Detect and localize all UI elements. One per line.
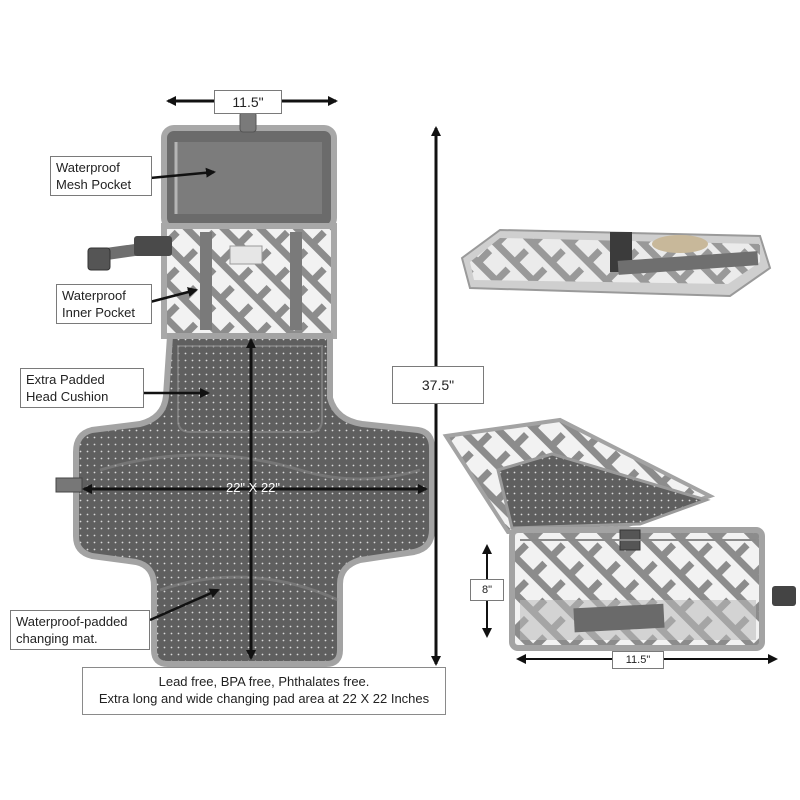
side-buckle-strap <box>87 236 172 271</box>
folded-height-label: 8" <box>470 579 504 601</box>
head-cushion-label: Extra Padded Head Cushion <box>20 368 144 408</box>
left-strap <box>55 477 83 493</box>
changing-mat-label-line2: changing mat. <box>16 631 98 646</box>
folded-pad-photo <box>460 228 772 298</box>
mesh-pocket-label: Waterproof Mesh Pocket <box>50 156 152 196</box>
changing-mat-leader <box>149 588 220 622</box>
changing-mat-label-line1: Waterproof-padded <box>16 614 128 629</box>
total-length-label: 37.5" <box>392 366 484 404</box>
head-cushion <box>177 345 323 433</box>
inner-pocket-label-line1: Waterproof <box>62 288 126 303</box>
bottom-note-line1: Lead free, BPA free, Phthalates free. <box>158 674 370 689</box>
inner-pocket-leader <box>149 287 198 304</box>
top-tab <box>239 111 257 133</box>
mesh-pocket-leader <box>149 167 216 180</box>
inner-pocket-panel <box>161 223 337 339</box>
bottom-note: Lead free, BPA free, Phthalates free. Ex… <box>82 667 446 715</box>
head-cushion-label-line2: Head Cushion <box>26 389 109 404</box>
bottom-note-line2: Extra long and wide changing pad area at… <box>98 691 430 706</box>
half-open-pad-photo <box>442 417 796 651</box>
top-width-label: 11.5" <box>214 90 282 114</box>
mesh-pocket-label-line2: Mesh Pocket <box>56 177 132 192</box>
inner-pocket-label: Waterproof Inner Pocket <box>56 284 152 324</box>
folded-width-label: 11.5" <box>612 651 664 669</box>
inner-pocket-label-line2: Inner Pocket <box>62 305 135 320</box>
mesh-pocket-label-line1: Waterproof <box>56 160 120 175</box>
head-cushion-label-line1: Extra Padded <box>26 372 105 387</box>
changing-mat-label: Waterproof-padded changing mat. <box>10 610 150 650</box>
pad-area-label: 22" X 22" <box>225 480 281 495</box>
